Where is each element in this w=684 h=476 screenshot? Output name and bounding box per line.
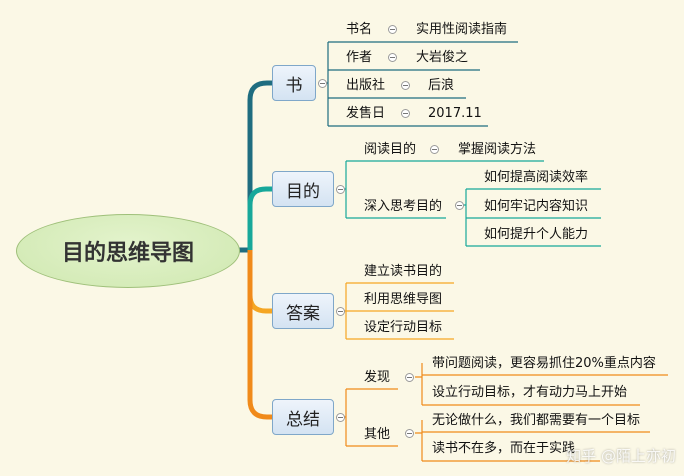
other-item[interactable]: 无论做什么，我们都需要有一个目标	[432, 413, 641, 428]
deep-goal-label[interactable]: 深入思考目的	[364, 199, 443, 214]
discover-item[interactable]: 设立行动目标，才有动力马上开始	[432, 385, 628, 400]
other-label[interactable]: 其他	[364, 427, 391, 442]
book-title-label[interactable]: 书名	[346, 22, 373, 37]
book-author-value[interactable]: 大岩俊之	[416, 50, 469, 65]
branch-purpose-node[interactable]: 目的	[272, 171, 334, 207]
collapse-icon[interactable]	[336, 413, 345, 422]
answer-item[interactable]: 利用思维导图	[364, 292, 443, 307]
deep-goal-item[interactable]: 如何牢记内容知识	[484, 199, 589, 214]
book-release-value[interactable]: 2017.11	[428, 106, 482, 121]
collapse-icon[interactable]	[388, 25, 397, 34]
answer-item[interactable]: 设定行动目标	[364, 320, 443, 335]
collapse-icon[interactable]	[336, 185, 345, 194]
collapse-icon[interactable]	[405, 373, 414, 382]
collapse-icon[interactable]	[455, 201, 464, 210]
branch-summary-node[interactable]: 总结	[272, 399, 334, 435]
collapse-icon[interactable]	[401, 109, 410, 118]
book-publisher-label[interactable]: 出版社	[346, 78, 386, 93]
collapse-icon[interactable]	[318, 79, 327, 88]
branch-book-node[interactable]: 书	[272, 65, 316, 101]
other-item[interactable]: 读书不在多，而在于实践	[432, 441, 576, 456]
deep-goal-item[interactable]: 如何提高阅读效率	[484, 170, 589, 185]
deep-goal-item[interactable]: 如何提升个人能力	[484, 227, 589, 242]
collapse-icon[interactable]	[430, 145, 439, 154]
book-author-label[interactable]: 作者	[346, 50, 373, 65]
book-release-label[interactable]: 发售日	[346, 106, 386, 121]
root-topic[interactable]: 目的思维导图	[16, 214, 240, 288]
watermark: 知乎 @陌上亦初	[566, 447, 676, 465]
discover-label[interactable]: 发现	[364, 370, 391, 385]
collapse-icon[interactable]	[401, 81, 410, 90]
reading-goal-value[interactable]: 掌握阅读方法	[458, 142, 537, 157]
book-title-value[interactable]: 实用性阅读指南	[416, 22, 508, 37]
collapse-icon[interactable]	[405, 429, 414, 438]
book-publisher-value[interactable]: 后浪	[428, 78, 455, 93]
answer-item[interactable]: 建立读书目的	[364, 264, 443, 279]
branch-answer-node[interactable]: 答案	[272, 293, 334, 329]
collapse-icon[interactable]	[388, 53, 397, 62]
collapse-icon[interactable]	[336, 307, 345, 316]
reading-goal-label[interactable]: 阅读目的	[364, 142, 417, 157]
discover-item[interactable]: 带问题阅读，更容易抓住20%重点内容	[432, 356, 656, 371]
